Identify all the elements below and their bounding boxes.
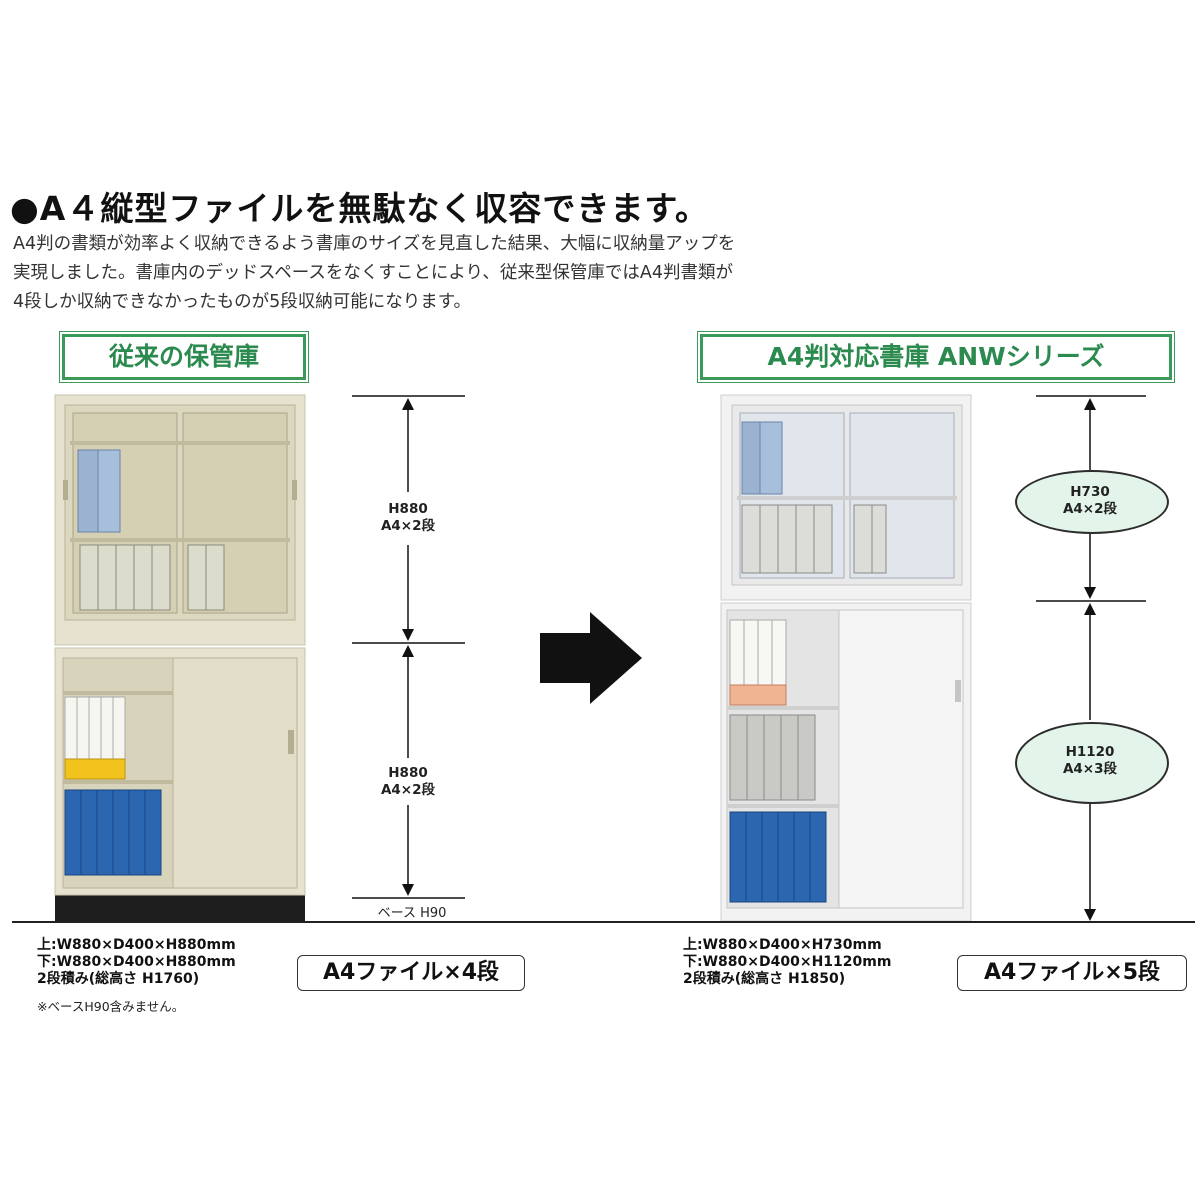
left-label: 従来の保管庫 — [59, 331, 309, 383]
left-result: A4ファイル×4段 — [297, 955, 525, 991]
description: A4判の書類が効率よく収納できるよう書庫のサイズを見直した結果、大幅に収納量アッ… — [13, 234, 736, 312]
left-lower-dimension: H880 A4×2段 — [380, 765, 436, 798]
lower-dimension-ellipse — [1015, 722, 1169, 804]
right-lower-dimension: H1120 A4×3段 — [1062, 744, 1118, 777]
old-cabinet — [54, 394, 306, 922]
left-upper-dimension: H880 A4×2段 — [380, 501, 436, 534]
left-note: ※ベースH90含みません。 — [37, 999, 185, 1014]
right-label: A4判対応書庫 ANWシリーズ — [697, 331, 1175, 383]
headline: ●A４縦型ファイルを無駄なく収容できます。 — [10, 189, 710, 228]
new-cabinet — [720, 394, 972, 922]
left-base-dimension: ベース H90 — [377, 906, 447, 921]
old-cabinet-base — [55, 895, 305, 922]
right-arrow-icon — [540, 612, 642, 704]
old-dimensions — [352, 395, 465, 899]
left-spec: 上:W880×D400×H880mm 下:W880×D400×H880mm 2段… — [37, 937, 236, 987]
right-spec: 上:W880×D400×H730mm 下:W880×D400×H1120mm 2… — [683, 937, 892, 987]
upper-dimension-ellipse — [1015, 470, 1169, 534]
new-dimensions — [1036, 395, 1146, 921]
right-result: A4ファイル×5段 — [957, 955, 1187, 991]
right-upper-dimension: H730 A4×2段 — [1062, 484, 1118, 517]
